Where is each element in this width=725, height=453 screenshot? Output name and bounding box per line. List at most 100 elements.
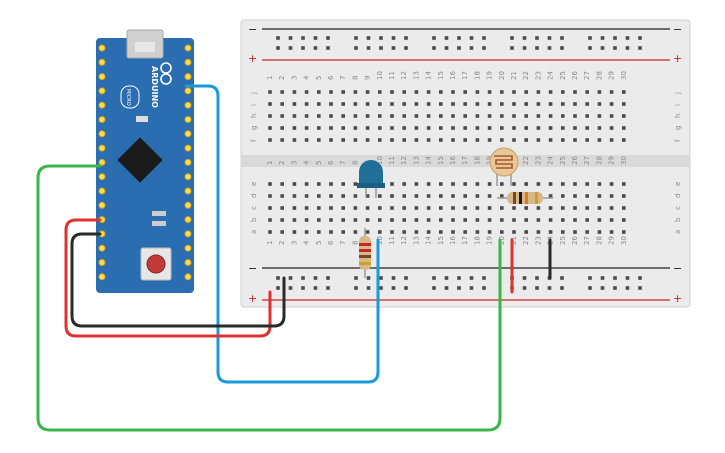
rail-hole[interactable] (600, 36, 605, 40)
hole-i7[interactable] (341, 102, 345, 106)
hole-g4[interactable] (304, 126, 309, 130)
hole-f8[interactable] (353, 138, 358, 142)
hole-d24[interactable] (548, 194, 553, 198)
hole-i29[interactable] (609, 102, 614, 106)
hole-b1[interactable] (268, 218, 272, 222)
hole-a19[interactable] (487, 230, 492, 234)
rail-hole[interactable] (482, 36, 486, 40)
hole-h18[interactable] (475, 114, 480, 118)
hole-e11[interactable] (390, 182, 394, 186)
header-pin[interactable] (184, 216, 192, 224)
hole-c12[interactable] (402, 206, 406, 210)
hole-a22[interactable] (524, 230, 528, 234)
hole-j27[interactable] (585, 90, 589, 94)
rail-hole[interactable] (432, 286, 436, 290)
hole-g7[interactable] (341, 126, 345, 130)
header-pin[interactable] (184, 87, 192, 95)
rail-hole[interactable] (638, 46, 642, 50)
header-pin[interactable] (98, 244, 106, 252)
hole-b22[interactable] (524, 218, 528, 222)
hole-e4[interactable] (304, 182, 309, 186)
hole-c2[interactable] (280, 206, 284, 210)
hole-e6[interactable] (329, 182, 333, 186)
hole-g19[interactable] (487, 126, 492, 130)
rail-hole[interactable] (366, 36, 371, 40)
rail-hole[interactable] (625, 36, 630, 40)
hole-j30[interactable] (622, 90, 626, 94)
rail-hole[interactable] (432, 276, 436, 280)
hole-d17[interactable] (463, 194, 467, 198)
hole-i21[interactable] (512, 102, 516, 106)
hole-e30[interactable] (622, 182, 626, 186)
hole-b8[interactable] (353, 218, 358, 222)
rail-hole[interactable] (391, 36, 396, 40)
rail-hole[interactable] (276, 276, 280, 280)
hole-d26[interactable] (573, 194, 577, 198)
hole-e27[interactable] (585, 182, 589, 186)
hole-b16[interactable] (451, 218, 455, 222)
hole-b12[interactable] (402, 218, 406, 222)
rail-hole[interactable] (547, 36, 552, 40)
header-pin[interactable] (184, 173, 192, 181)
hole-a10[interactable] (378, 230, 382, 234)
rail-hole[interactable] (482, 276, 486, 280)
hole-b10[interactable] (378, 218, 382, 222)
rail-hole[interactable] (457, 36, 461, 40)
hole-j11[interactable] (390, 90, 394, 94)
hole-j5[interactable] (317, 90, 321, 94)
hole-h23[interactable] (536, 114, 541, 118)
hole-h21[interactable] (512, 114, 516, 118)
hole-h8[interactable] (353, 114, 358, 118)
hole-h5[interactable] (317, 114, 321, 118)
hole-b7[interactable] (341, 218, 345, 222)
hole-c29[interactable] (609, 206, 614, 210)
rail-hole[interactable] (547, 46, 552, 50)
hole-f9[interactable] (365, 138, 370, 142)
hole-h10[interactable] (378, 114, 382, 118)
hole-i3[interactable] (292, 102, 297, 106)
hole-h9[interactable] (365, 114, 370, 118)
rail-hole[interactable] (625, 46, 630, 50)
hole-e25[interactable] (561, 182, 565, 186)
hole-d11[interactable] (390, 194, 394, 198)
rail-hole[interactable] (638, 36, 642, 40)
hole-j1[interactable] (268, 90, 272, 94)
rail-hole[interactable] (366, 286, 371, 290)
hole-a27[interactable] (585, 230, 589, 234)
hole-i6[interactable] (329, 102, 333, 106)
rail-hole[interactable] (391, 276, 396, 280)
hole-j7[interactable] (341, 90, 345, 94)
hole-b19[interactable] (487, 218, 492, 222)
rail-hole[interactable] (379, 36, 383, 40)
hole-e12[interactable] (402, 182, 406, 186)
hole-g3[interactable] (292, 126, 297, 130)
rail-hole[interactable] (288, 36, 293, 40)
hole-f16[interactable] (451, 138, 455, 142)
hole-g27[interactable] (585, 126, 589, 130)
hole-a13[interactable] (414, 230, 419, 234)
hole-d30[interactable] (622, 194, 626, 198)
rail-hole[interactable] (366, 46, 371, 50)
hole-b11[interactable] (390, 218, 394, 222)
header-pin[interactable] (184, 101, 192, 109)
hole-h15[interactable] (439, 114, 443, 118)
rail-hole[interactable] (510, 36, 514, 40)
hole-i5[interactable] (317, 102, 321, 106)
hole-b29[interactable] (609, 218, 614, 222)
hole-f29[interactable] (609, 138, 614, 142)
hole-f18[interactable] (475, 138, 480, 142)
hole-i1[interactable] (268, 102, 272, 106)
rail-hole[interactable] (600, 286, 605, 290)
rail-hole[interactable] (288, 46, 293, 50)
hole-h24[interactable] (548, 114, 553, 118)
rail-hole[interactable] (560, 36, 564, 40)
hole-j9[interactable] (365, 90, 370, 94)
hole-b24[interactable] (548, 218, 553, 222)
rail-hole[interactable] (588, 276, 592, 280)
hole-f28[interactable] (597, 138, 602, 142)
rail-hole[interactable] (313, 276, 318, 280)
header-pin[interactable] (98, 259, 106, 266)
hole-e8[interactable] (353, 182, 358, 186)
header-pin[interactable] (184, 130, 192, 138)
hole-f27[interactable] (585, 138, 589, 142)
